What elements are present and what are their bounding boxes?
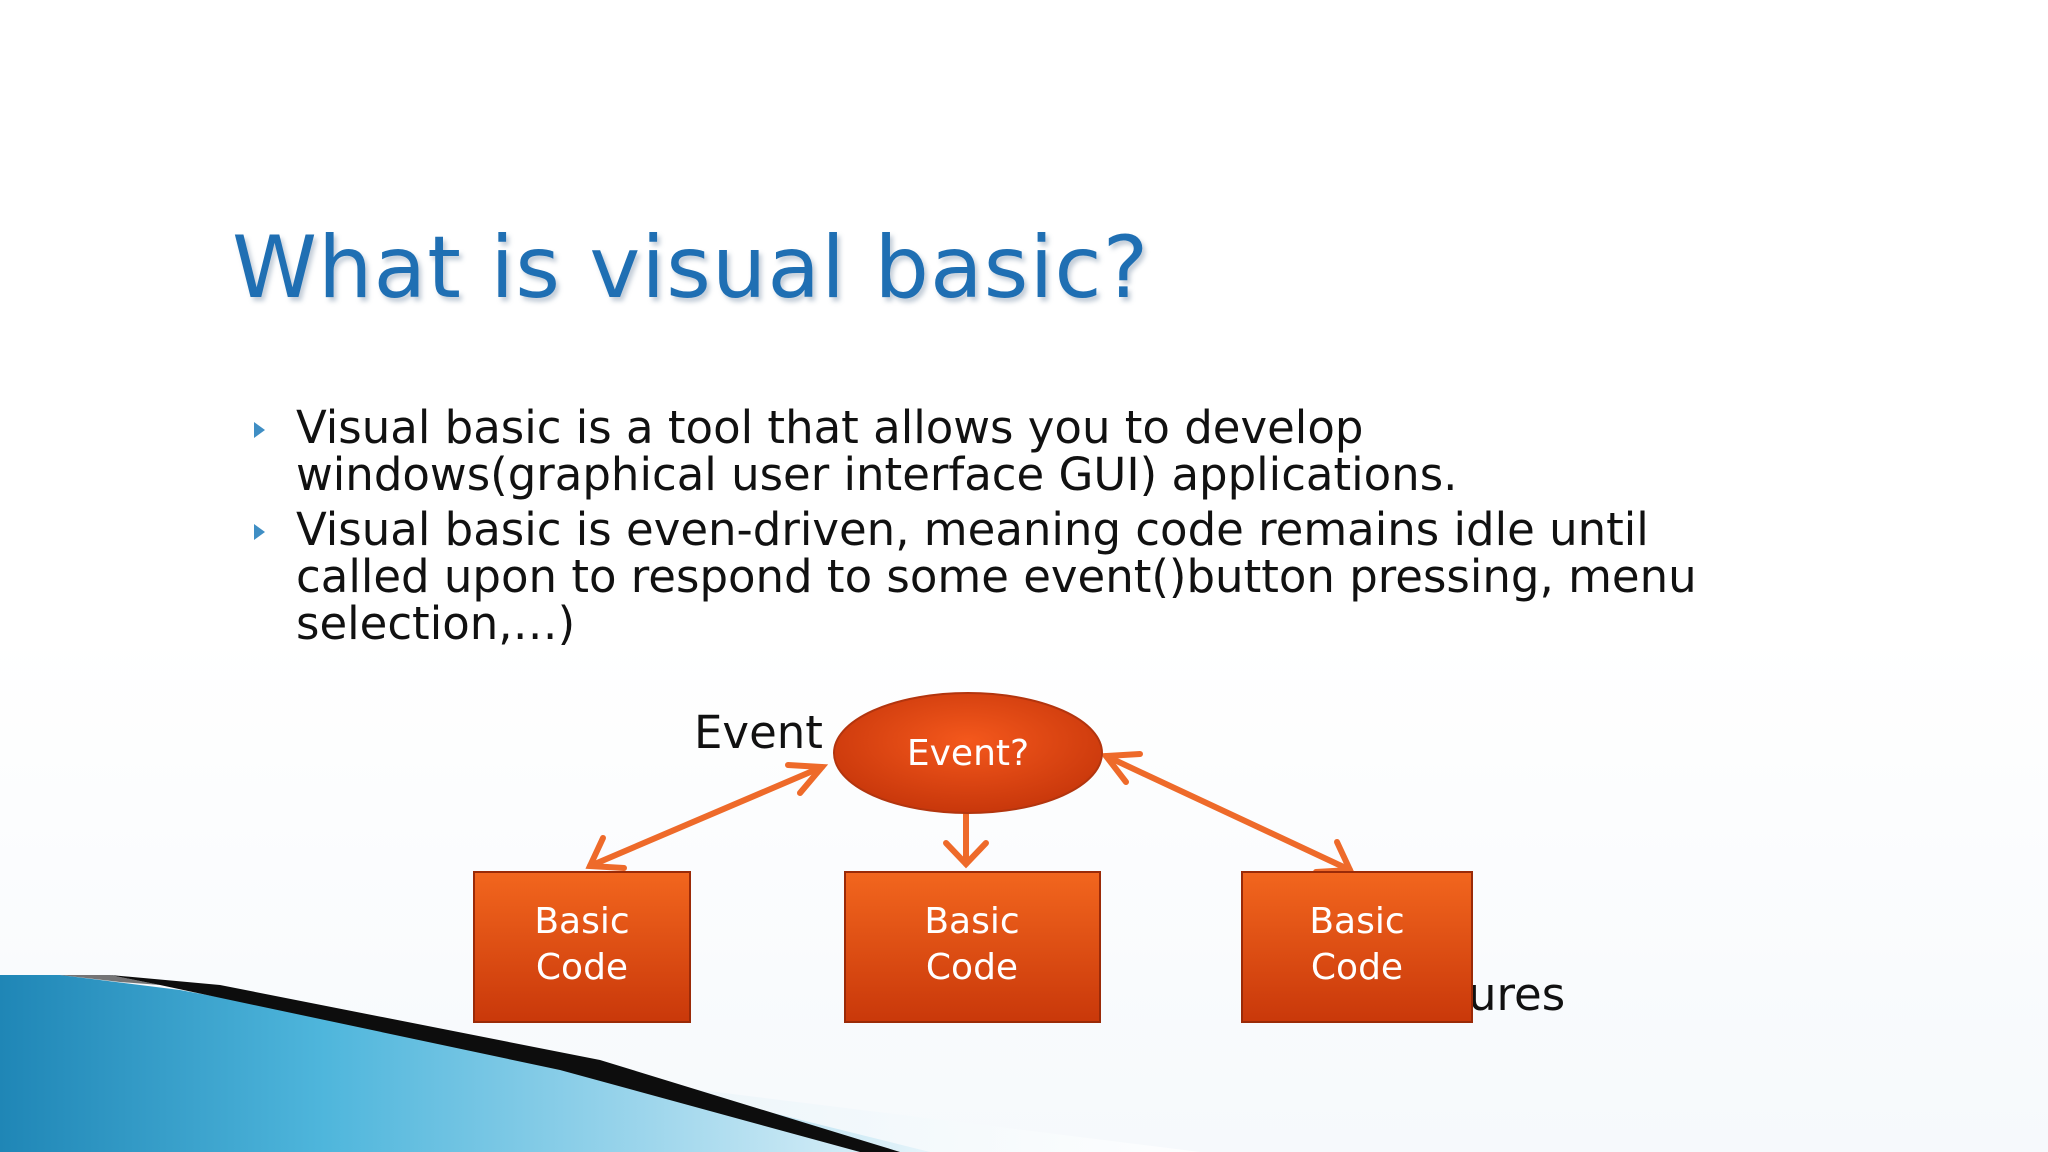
bullet-line: Visual basic is even-driven, meaning cod…	[296, 503, 1649, 556]
bullet-item: Visual basic is a tool that allows you t…	[246, 404, 1866, 498]
arrow-event-to-left	[585, 762, 829, 871]
code-node-label: Code	[1311, 947, 1403, 988]
occluded-text-event: Event	[694, 706, 823, 759]
arrow-event-to-center	[943, 811, 989, 869]
code-node-label: Code	[536, 947, 628, 988]
diagram-arrows	[585, 751, 1355, 875]
code-node-center: Basic Code	[844, 871, 1101, 1023]
bullet-line: called upon to respond to some event()bu…	[296, 550, 1697, 603]
event-node: Event?	[833, 692, 1103, 814]
bullet-line: Visual basic is a tool that allows you t…	[296, 401, 1364, 454]
code-node-label: Basic	[924, 901, 1019, 942]
bullet-line: windows(graphical user interface GUI) ap…	[296, 448, 1458, 501]
code-node-label: Basic	[534, 901, 629, 942]
code-node-label: Basic	[1309, 901, 1404, 942]
code-node-left: Basic Code	[473, 871, 691, 1023]
code-node-right: Basic Code	[1241, 871, 1473, 1023]
arrow-event-to-right	[1100, 751, 1355, 875]
bullet-triangle-icon	[254, 422, 265, 438]
bullet-item: Visual basic is even-driven, meaning cod…	[246, 506, 1866, 647]
code-node-label: Code	[926, 947, 1018, 988]
bullet-line: selection,…)	[296, 597, 576, 650]
bullet-triangle-icon	[254, 524, 265, 540]
occluded-text-ures: ures	[1468, 968, 1566, 1021]
slide-title: What is visual basic?	[232, 218, 1150, 318]
event-node-label: Event?	[907, 733, 1029, 774]
bullet-list: Visual basic is a tool that allows you t…	[246, 404, 1866, 655]
